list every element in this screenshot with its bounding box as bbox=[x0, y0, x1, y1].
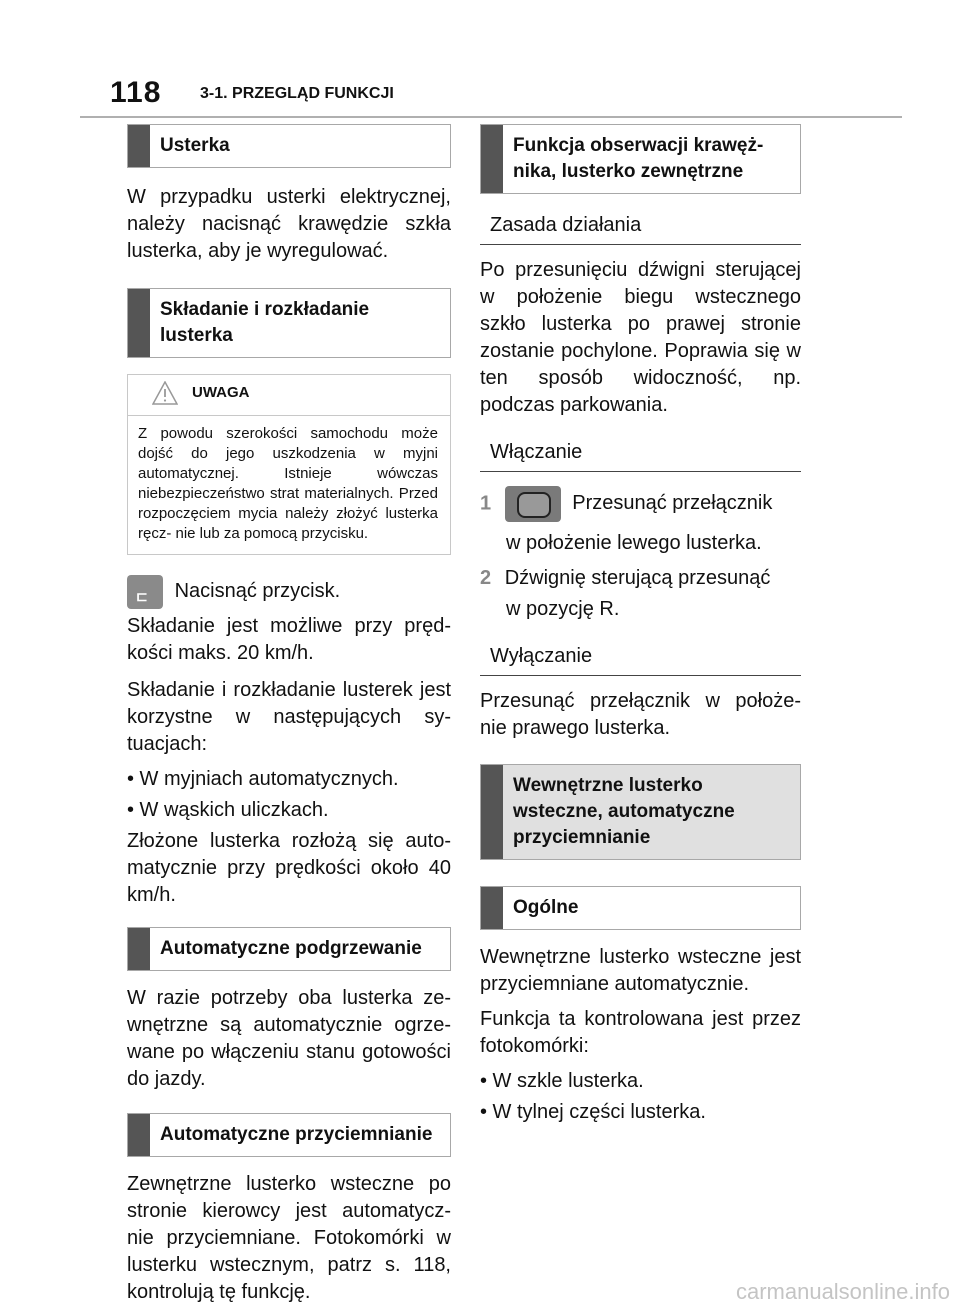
list-item: • W wąskich uliczkach. bbox=[127, 799, 329, 821]
page-number: 118 bbox=[110, 76, 162, 109]
right-column: Funkcja obserwacji krawęż- nika, lusterk… bbox=[480, 124, 801, 1126]
paragraph-usterka: W przypadku usterki elektrycznej, należy… bbox=[127, 186, 451, 262]
step-text: Dźwignię sterującą przesunąć bbox=[504, 567, 771, 589]
heading-text: Automatyczne podgrzewanie bbox=[160, 938, 422, 959]
heading-skladanie: Składanie i rozkładanie lusterka bbox=[127, 288, 451, 358]
step-number: 1 bbox=[480, 492, 492, 515]
page-header: 118 3-1. PRZEGLĄD FUNKCJI bbox=[80, 76, 902, 118]
step-2: 2 Dźwignię sterującą przesunąć bbox=[480, 565, 801, 592]
warning-header: UWAGA bbox=[128, 375, 450, 416]
heading-text: Ogólne bbox=[513, 897, 579, 918]
heading-text: Usterka bbox=[160, 135, 230, 156]
heading-heating: Automatyczne podgrzewanie bbox=[127, 927, 451, 971]
paragraph-principle: Po przesunięciu dźwigni sterującej w poł… bbox=[480, 259, 801, 416]
press-button-text: Nacisnąć przycisk. bbox=[174, 580, 341, 603]
paragraph-dimming: Zewnętrzne lusterko wsteczne po stronie … bbox=[127, 1173, 451, 1303]
section-title: 3-1. PRZEGLĄD FUNKCJI bbox=[200, 85, 394, 102]
warning-title: UWAGA bbox=[192, 384, 250, 401]
list-item: • W myjniach automatycznych. bbox=[127, 768, 399, 790]
warning-box: UWAGA Z powodu szerokości samochodu może… bbox=[127, 374, 451, 555]
left-column: Usterka W przypadku usterki elektrycznej… bbox=[127, 124, 451, 1306]
watermark: carmanualsonline.info bbox=[735, 1279, 950, 1304]
paragraph-off: Przesunąć przełącznik w położe- nie praw… bbox=[480, 690, 801, 739]
list-item: • W szkle lusterka. bbox=[480, 1070, 644, 1092]
step-1: 1 Przesunąć przełącznik bbox=[480, 486, 801, 522]
paragraph-general-2: Funkcja ta kontrolowana jest przez fotok… bbox=[480, 1008, 801, 1057]
heading-bar bbox=[481, 887, 503, 929]
heading-general: Ogólne bbox=[480, 886, 801, 930]
heading-usterka: Usterka bbox=[127, 124, 451, 168]
paragraph-heating: W razie potrzeby oba lusterka ze- wnętrz… bbox=[127, 987, 451, 1090]
heading-bar bbox=[128, 928, 150, 970]
heading-bar bbox=[128, 125, 150, 167]
heading-bar bbox=[481, 765, 503, 859]
warning-body: Z powodu szerokości samochodu może dojść… bbox=[138, 425, 438, 542]
heading-text: Funkcja obserwacji krawęż- nika, lusterk… bbox=[513, 135, 764, 182]
heading-inner-mirror: Wewnętrzne lusterko wsteczne, automatycz… bbox=[480, 764, 801, 860]
subheading-off: Wyłączanie bbox=[480, 637, 801, 676]
step-number: 2 bbox=[480, 567, 492, 589]
paragraph-general-1: Wewnętrzne lusterko wsteczne jest przyci… bbox=[480, 946, 801, 995]
heading-text: Składanie i rozkładanie lusterka bbox=[160, 299, 370, 346]
heading-bar bbox=[481, 125, 503, 193]
paragraph-speed: Składanie jest możliwe przy pręd- kości … bbox=[127, 615, 451, 664]
paragraph-auto-unfold: Złożone lusterka rozłożą się auto- matyc… bbox=[127, 830, 451, 906]
subheading-principle: Zasada działania bbox=[480, 206, 801, 245]
step-text: Przesunąć przełącznik bbox=[572, 492, 773, 515]
mirror-switch-icon bbox=[504, 486, 561, 522]
heading-text: Automatyczne przyciemnianie bbox=[160, 1124, 433, 1145]
heading-bar bbox=[128, 289, 150, 357]
heading-text: Wewnętrzne lusterko wsteczne, automatycz… bbox=[513, 775, 735, 848]
step-text-continued: w położenie lewego lusterka. bbox=[506, 532, 762, 554]
list-item: • W tylnej części lusterka. bbox=[480, 1101, 706, 1123]
subheading-on: Włączanie bbox=[480, 433, 801, 472]
mirror-fold-button-icon: ⊏ bbox=[127, 575, 163, 609]
step-text-continued: w pozycję R. bbox=[506, 598, 620, 620]
heading-dimming: Automatyczne przyciemnianie bbox=[127, 1113, 451, 1157]
paragraph-useful: Składanie i rozkładanie lusterek jest ko… bbox=[127, 679, 451, 755]
heading-curb-function: Funkcja obserwacji krawęż- nika, lusterk… bbox=[480, 124, 801, 194]
press-button-line: ⊏ Nacisnąć przycisk. bbox=[127, 575, 451, 609]
warning-triangle-icon bbox=[152, 381, 178, 405]
heading-bar bbox=[128, 1114, 150, 1156]
